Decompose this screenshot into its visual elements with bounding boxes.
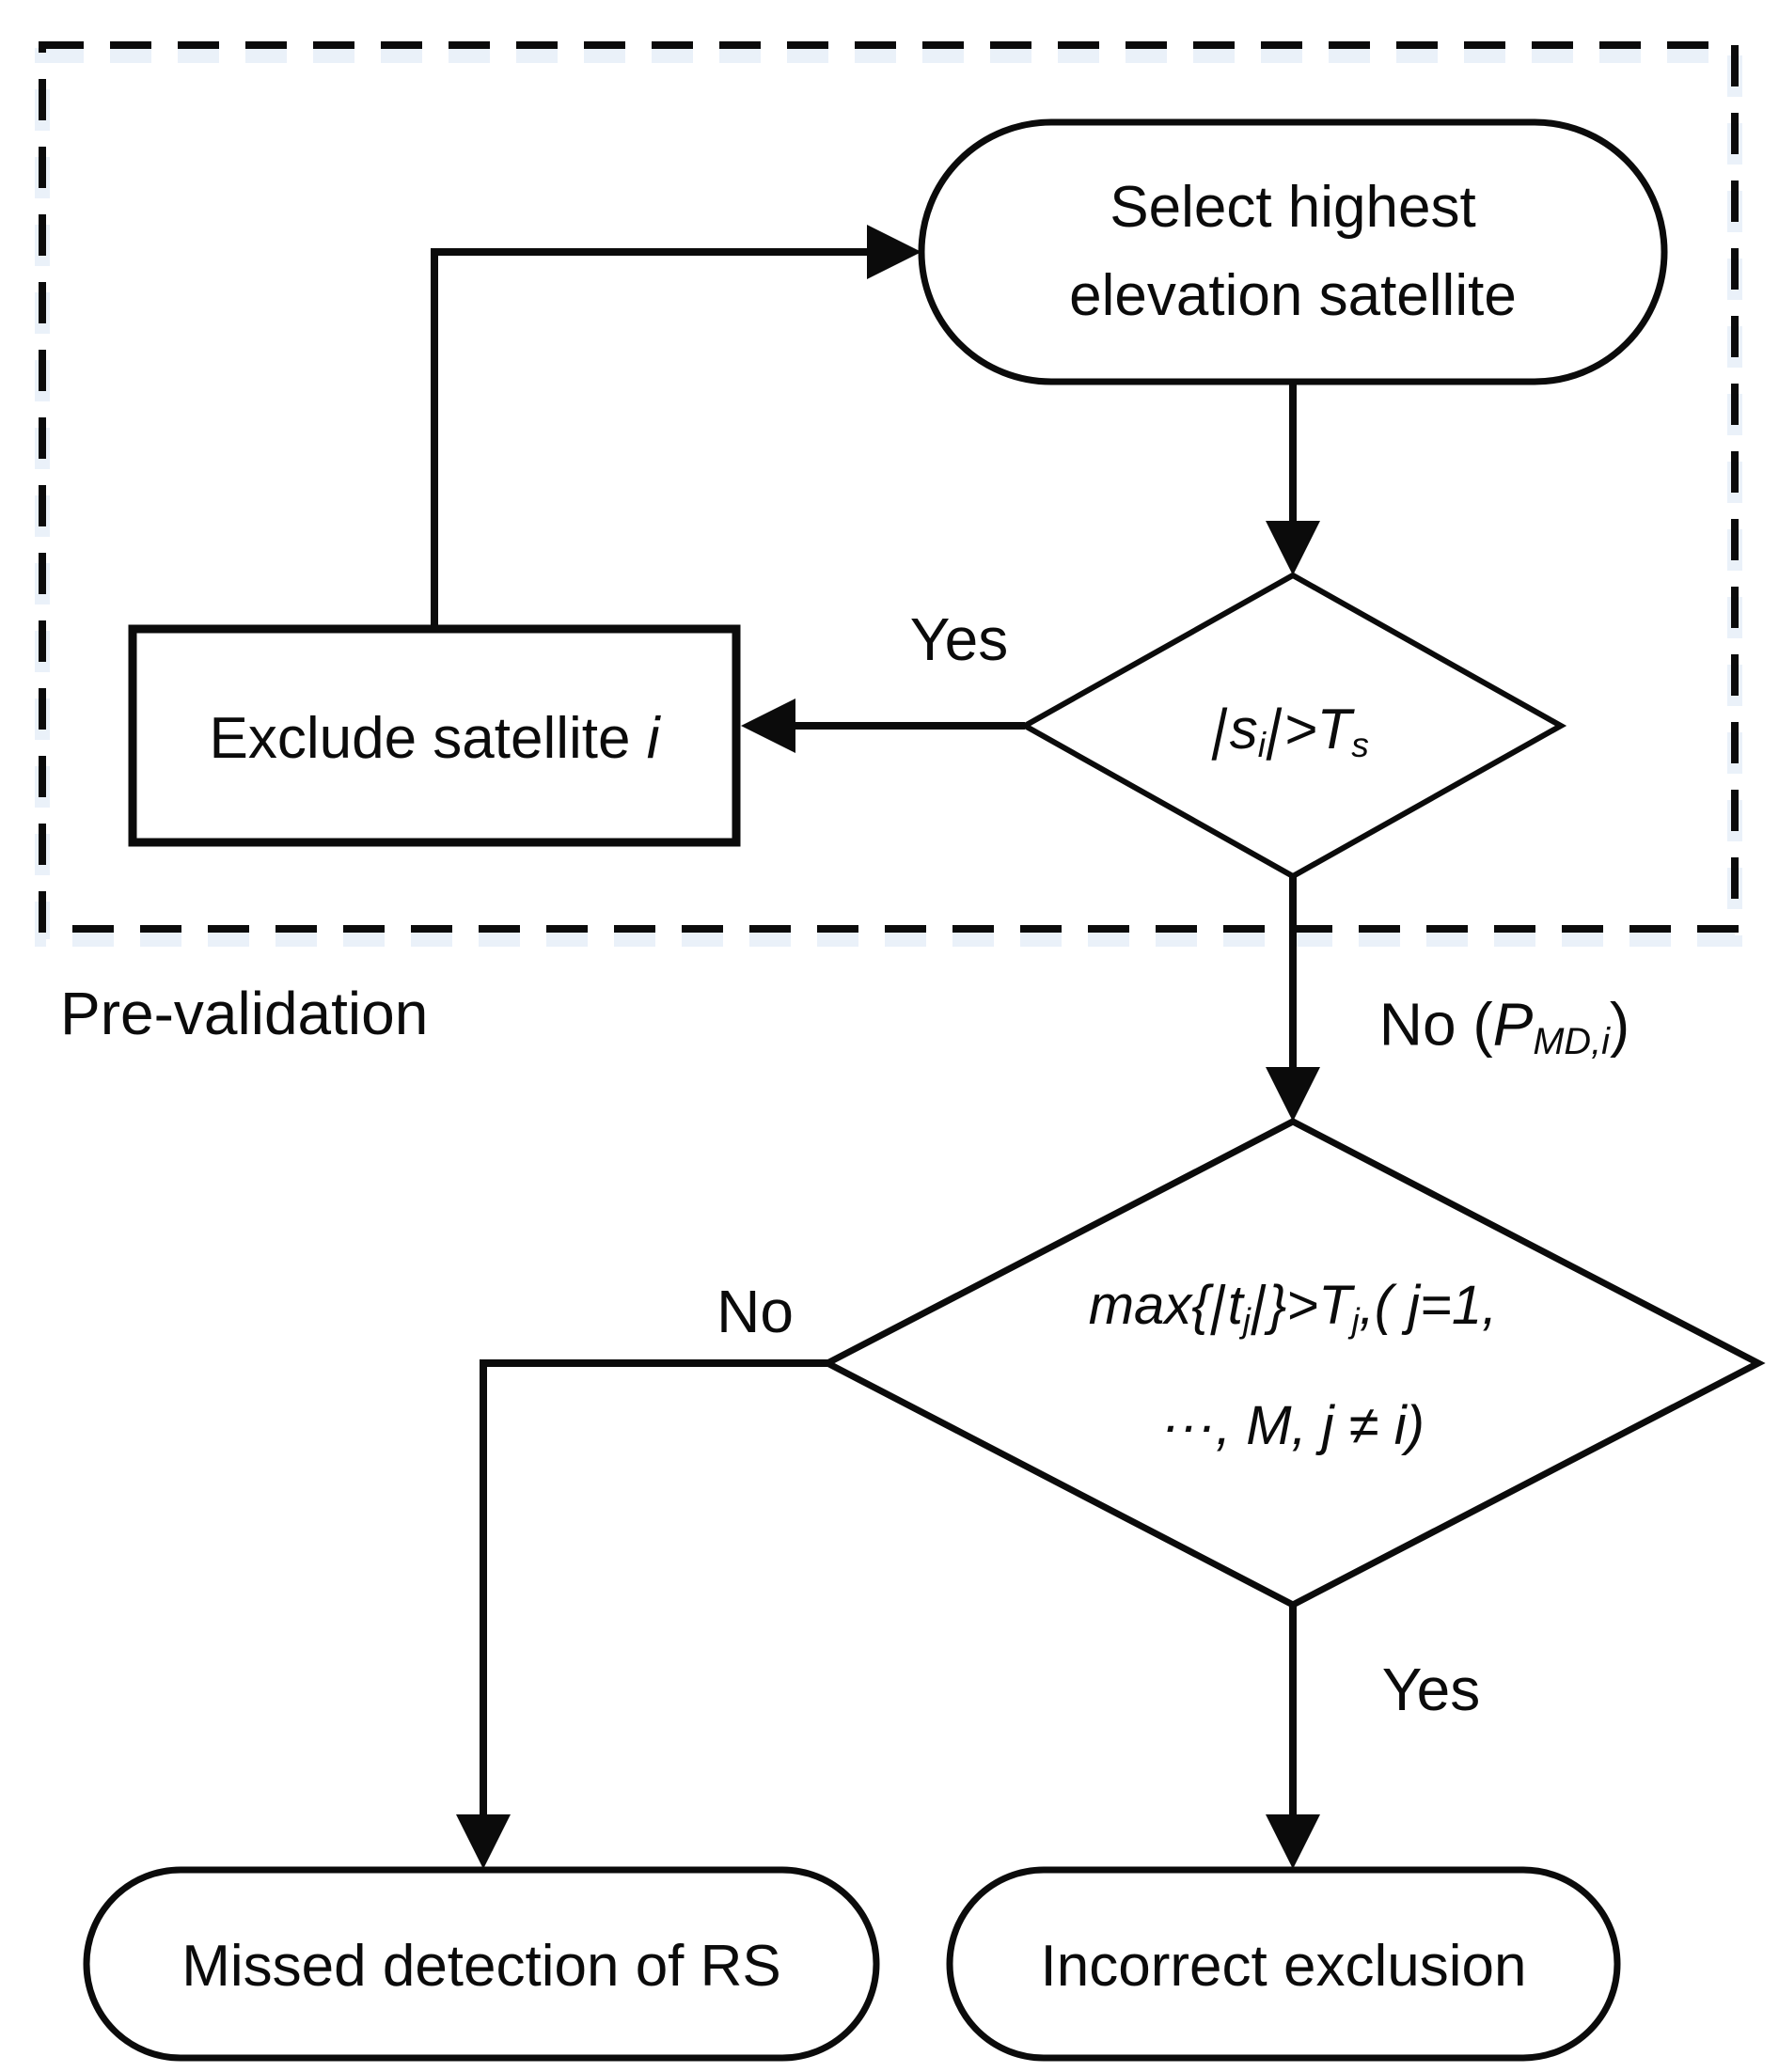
edge-label-no-pmd: No (PMD,i)	[1379, 979, 1629, 1070]
edge-label-no-pmd-close: )	[1609, 990, 1630, 1059]
arrowhead-loop-to-select	[867, 225, 921, 279]
arrowhead-yes-branch	[1266, 1814, 1320, 1869]
prevalidation-decision-diamond	[1018, 572, 1567, 880]
formula-t: t	[1227, 1275, 1243, 1337]
select-satellite-node	[918, 118, 1668, 385]
formula-threshold-subscript: s	[1351, 724, 1369, 764]
prevalidation-decision-formula: |si|>Ts	[1206, 687, 1369, 772]
edge-label-no-pmd-subscript: MD,i	[1533, 1020, 1610, 1062]
arrowhead-no-branch	[456, 1814, 511, 1869]
exclude-satellite-label-var: i	[646, 706, 660, 771]
missed-detection-label: Missed detection of RS	[181, 1934, 781, 1999]
arrowhead-select-to-test	[1266, 521, 1320, 575]
select-satellite-label-line1: Select highest	[1110, 175, 1476, 240]
connector-lines	[431, 248, 1297, 1816]
formula-close-gt: }>	[1267, 1275, 1319, 1337]
edge-label-yes-bottom: Yes	[1381, 1656, 1481, 1723]
edge-label-no-pmd-p: P	[1492, 990, 1534, 1059]
exclude-satellite-label-text: Exclude satellite	[209, 706, 647, 771]
exclude-satellite-label: Exclude satellite i	[209, 710, 659, 768]
select-satellite-label-line2: elevation satellite	[1069, 263, 1517, 328]
formula-tail: ,( j=1,	[1359, 1275, 1498, 1337]
formula-var: s	[1229, 698, 1258, 761]
edge-label-no-pmd-prefix: No (	[1378, 990, 1493, 1059]
exclusion-decision-diamond	[820, 1118, 1766, 1609]
prevalidation-region-border	[39, 41, 1739, 933]
arrow-exclude-loop-line	[431, 248, 869, 629]
exclusion-decision-formula-line2: ···, M, j ≠ i)	[1161, 1394, 1425, 1456]
incorrect-exclusion-node	[946, 1866, 1621, 2062]
formula-max: max{	[1088, 1275, 1210, 1337]
exclusion-decision-formula-line1: max{|tj|}>Tj,( j=1,	[1089, 1253, 1498, 1373]
formula-T-subscript: j	[1351, 1300, 1360, 1340]
arrowheads	[456, 225, 1320, 1869]
edge-label-yes-top: Yes	[909, 605, 1009, 673]
edge-label-no: No	[716, 1278, 794, 1345]
exclude-satellite-node	[128, 624, 741, 847]
arrowhead-to-exclusion-test	[1266, 1067, 1320, 1122]
exclusion-decision-formula: max{|tj|}>Tj,( j=1, ···, M, j ≠ i)	[1089, 1253, 1498, 1479]
formula-t-subscript: j	[1242, 1300, 1251, 1340]
formula-var-subscript: i	[1257, 724, 1266, 764]
incorrect-exclusion-label: Incorrect exclusion	[1040, 1934, 1527, 1999]
formula-gt: >	[1283, 698, 1317, 761]
arrowhead-test-to-exclude	[741, 699, 795, 753]
arrow-no-branch-line	[480, 1359, 827, 1816]
prevalidation-region-label: Pre-validation	[60, 980, 429, 1047]
select-satellite-label: Select highest elevation satellite	[1069, 164, 1517, 340]
missed-detection-node	[83, 1866, 880, 2062]
formula-T: T	[1318, 1275, 1352, 1337]
formula-threshold: T	[1316, 698, 1352, 761]
